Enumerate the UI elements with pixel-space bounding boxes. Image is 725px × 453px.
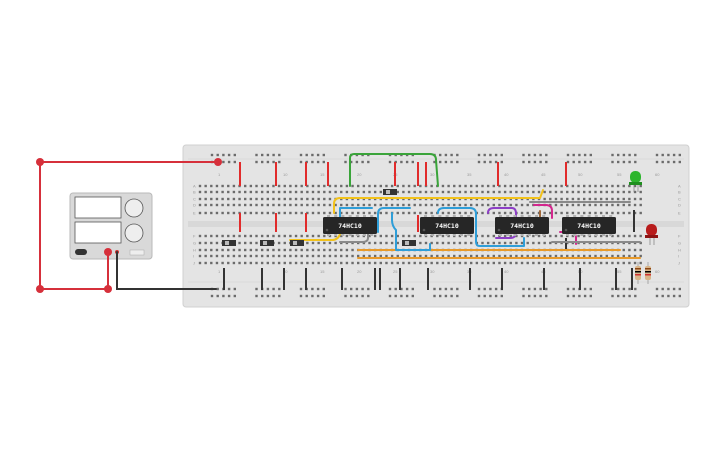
column-number: 20 bbox=[357, 172, 362, 177]
chip-label: 74HC10 bbox=[435, 222, 459, 230]
column-number: 40 bbox=[504, 269, 509, 274]
column-number: 15 bbox=[320, 269, 325, 274]
chip-3[interactable]: 74HC10 bbox=[495, 215, 549, 236]
row-letter: G bbox=[193, 241, 196, 246]
column-number: 1 bbox=[218, 172, 221, 177]
chip-label: 74HC10 bbox=[510, 222, 534, 230]
column-number: 60 bbox=[655, 172, 660, 177]
column-number: 30 bbox=[430, 172, 435, 177]
row-letter: F bbox=[193, 234, 196, 239]
row-letter: A bbox=[678, 184, 681, 189]
row-letter: B bbox=[193, 190, 196, 195]
chip-2[interactable]: 74HC10 bbox=[420, 215, 474, 236]
row-letter: D bbox=[678, 203, 681, 208]
led-red[interactable] bbox=[645, 224, 658, 245]
chip-label: 74HC10 bbox=[577, 222, 601, 230]
led-green[interactable] bbox=[629, 171, 642, 192]
power-switch[interactable] bbox=[75, 249, 87, 255]
column-number: 55 bbox=[617, 269, 622, 274]
row-letter: I bbox=[193, 254, 194, 259]
column-number: 40 bbox=[504, 172, 509, 177]
column-number: 15 bbox=[320, 172, 325, 177]
row-letter: I bbox=[678, 254, 679, 259]
chip-1[interactable]: 74HC10 bbox=[323, 215, 377, 236]
column-number: 30 bbox=[430, 269, 435, 274]
row-letter: A bbox=[193, 184, 196, 189]
rail-jumpers[interactable] bbox=[239, 162, 567, 232]
row-letter: J bbox=[678, 261, 680, 266]
row-letter: C bbox=[193, 197, 196, 202]
row-letter: E bbox=[193, 211, 196, 216]
row-letter: B bbox=[678, 190, 681, 195]
column-number: 1 bbox=[218, 269, 221, 274]
column-number: 35 bbox=[467, 172, 472, 177]
column-number: 10 bbox=[283, 269, 288, 274]
ground-jumpers[interactable] bbox=[223, 210, 635, 290]
row-letter: E bbox=[678, 211, 681, 216]
power-supply[interactable] bbox=[69, 192, 153, 260]
row-letter: J bbox=[193, 261, 195, 266]
ic-chips[interactable]: 74HC10 74HC10 74HC10 74HC10 bbox=[323, 215, 616, 236]
column-number: 60 bbox=[655, 269, 660, 274]
column-number: 50 bbox=[578, 172, 583, 177]
voltage-knob[interactable] bbox=[124, 198, 144, 218]
row-letter: D bbox=[193, 203, 196, 208]
column-number: 55 bbox=[617, 172, 622, 177]
chip-4[interactable]: 74HC10 bbox=[562, 215, 616, 236]
column-number: 45 bbox=[541, 172, 546, 177]
current-knob[interactable] bbox=[124, 223, 144, 243]
chip-label: 74HC10 bbox=[338, 222, 362, 230]
voltage-display bbox=[74, 196, 122, 219]
column-number: 20 bbox=[357, 269, 362, 274]
row-letter: H bbox=[193, 248, 196, 253]
row-letter: F bbox=[678, 234, 681, 239]
supply-wires[interactable] bbox=[36, 158, 222, 293]
row-letter: G bbox=[678, 241, 681, 246]
slide-switches[interactable] bbox=[222, 189, 416, 246]
row-letter: H bbox=[678, 248, 681, 253]
column-number: 25 bbox=[393, 269, 398, 274]
current-display bbox=[74, 221, 122, 244]
row-letter: C bbox=[678, 197, 681, 202]
resistors[interactable] bbox=[635, 262, 651, 284]
column-number: 10 bbox=[283, 172, 288, 177]
